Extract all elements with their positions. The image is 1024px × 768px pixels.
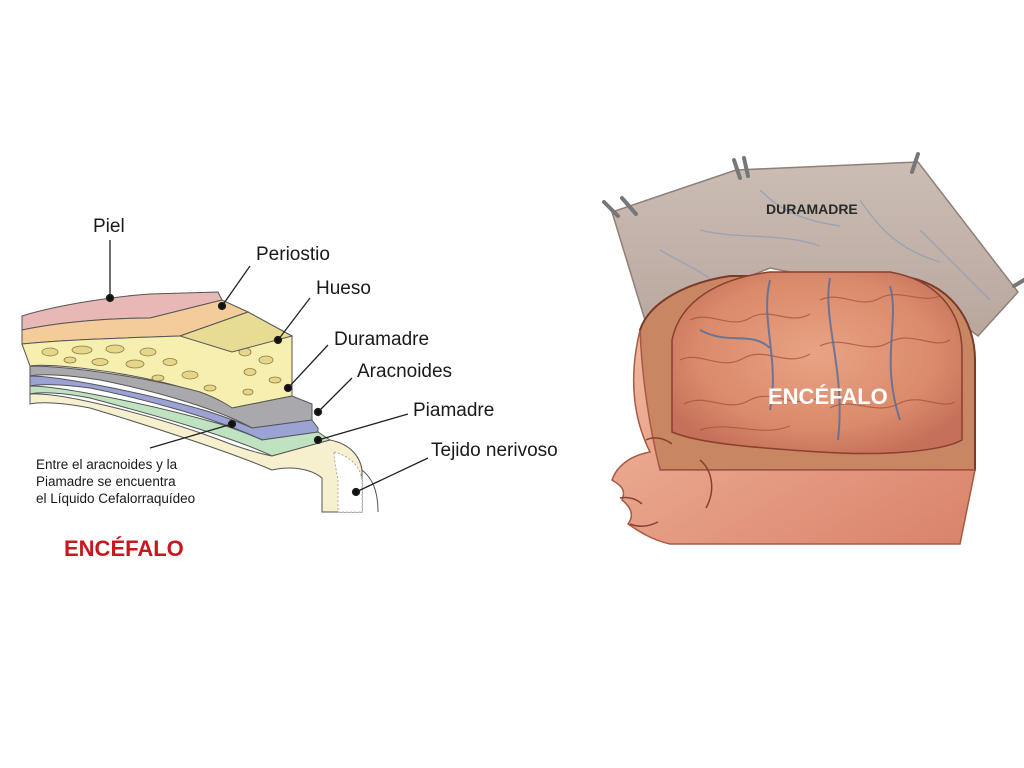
- leader-lines: [105, 240, 429, 497]
- brain-gyri: [679, 294, 956, 431]
- bone-pores: [41, 344, 282, 396]
- label-tejido-nervioso: Tejido nerivoso: [431, 440, 558, 461]
- label-duramadre: Duramadre: [334, 329, 429, 350]
- note-line-2: Piamadre se encuentra: [36, 474, 176, 489]
- label-aracnoides: Aracnoides: [357, 361, 452, 382]
- face-features: [619, 437, 713, 527]
- head-face: [611, 329, 976, 545]
- label-piel: Piel: [93, 216, 125, 237]
- dura-label: DURAMADRE: [766, 201, 858, 217]
- note-line-3: el Líquido Cefalorraquídeo: [36, 491, 195, 506]
- retractor-hooks: [602, 152, 1024, 288]
- label-hueso: Hueso: [316, 278, 371, 299]
- layer-arachnoid: [29, 375, 319, 441]
- layer-stack: [21, 291, 379, 513]
- diagram-title: ENCÉFALO: [64, 536, 184, 561]
- layer-dura: [29, 365, 313, 429]
- brain-veins: [699, 277, 901, 441]
- brain-label: ENCÉFALO: [768, 384, 888, 409]
- bone-top-face: [178, 311, 294, 353]
- dura-vessels: [659, 189, 991, 301]
- head-illustration: [602, 152, 1024, 545]
- label-periostio: Periostio: [256, 244, 330, 265]
- note-line-1: Entre el aracnoides y la: [36, 457, 178, 472]
- label-piamadre: Piamadre: [413, 400, 494, 421]
- tissue-curve-right: [361, 469, 379, 513]
- brain-surface: [671, 271, 963, 455]
- tissue-dotted-region: [333, 451, 363, 513]
